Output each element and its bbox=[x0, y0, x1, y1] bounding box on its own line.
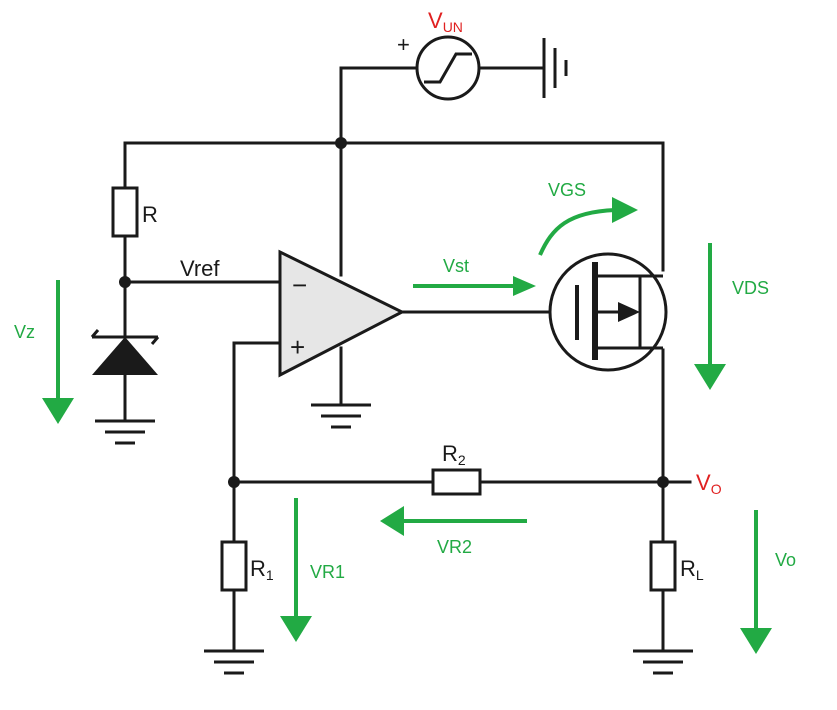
resistor-r-label: R bbox=[142, 202, 158, 227]
ground-icon-opamp bbox=[311, 403, 371, 429]
arrow-vr1 bbox=[280, 498, 312, 642]
label-vst: Vst bbox=[443, 256, 469, 276]
vref-label: Vref bbox=[180, 256, 220, 281]
source-polarity: + bbox=[397, 32, 410, 57]
junction-r1 bbox=[228, 476, 240, 488]
resistor-r1-label: R1 bbox=[250, 556, 274, 583]
junction-vref bbox=[119, 276, 131, 288]
junction-top bbox=[335, 137, 347, 149]
arrow-vgs bbox=[538, 197, 638, 256]
resistor-r2 bbox=[431, 468, 482, 496]
source-label: VUN bbox=[428, 8, 463, 35]
chassis-ground-icon bbox=[542, 38, 568, 98]
junction-vo bbox=[657, 476, 669, 488]
label-vr2: VR2 bbox=[437, 537, 472, 557]
source-wave-icon bbox=[424, 52, 472, 84]
label-vds: VDS bbox=[732, 278, 769, 298]
resistor-r bbox=[111, 186, 139, 238]
resistor-rl bbox=[649, 540, 677, 592]
arrow-vst bbox=[413, 276, 536, 296]
zener-diode bbox=[90, 329, 160, 375]
top-rail-wire bbox=[123, 141, 665, 272]
label-vgs: VGS bbox=[548, 180, 586, 200]
wire-feedback-plus bbox=[232, 341, 282, 542]
wires bbox=[123, 66, 692, 652]
ground-icon-r1 bbox=[204, 649, 264, 675]
ground-icon-rl bbox=[633, 649, 693, 675]
opamp: − + bbox=[278, 249, 406, 378]
ac-source: + VUN bbox=[397, 8, 481, 101]
label-vo: Vo bbox=[775, 550, 796, 570]
resistor-rl-label: RL bbox=[680, 556, 704, 583]
mosfet bbox=[548, 252, 668, 372]
resistor-r2-label: R2 bbox=[442, 441, 466, 468]
ground-icon-zener bbox=[95, 419, 155, 445]
arrow-vo bbox=[740, 510, 772, 654]
opamp-plus-label: + bbox=[290, 332, 305, 362]
label-vr1: VR1 bbox=[310, 562, 345, 582]
output-label: VO bbox=[696, 470, 722, 497]
wire-supply-left bbox=[339, 66, 420, 145]
arrow-vz bbox=[42, 280, 74, 424]
resistor-r1 bbox=[220, 540, 248, 592]
opamp-minus-label: − bbox=[292, 270, 307, 300]
arrow-vr2 bbox=[380, 506, 527, 536]
junctions bbox=[119, 137, 669, 488]
label-vz: Vz bbox=[14, 322, 35, 342]
arrow-vds bbox=[694, 243, 726, 390]
